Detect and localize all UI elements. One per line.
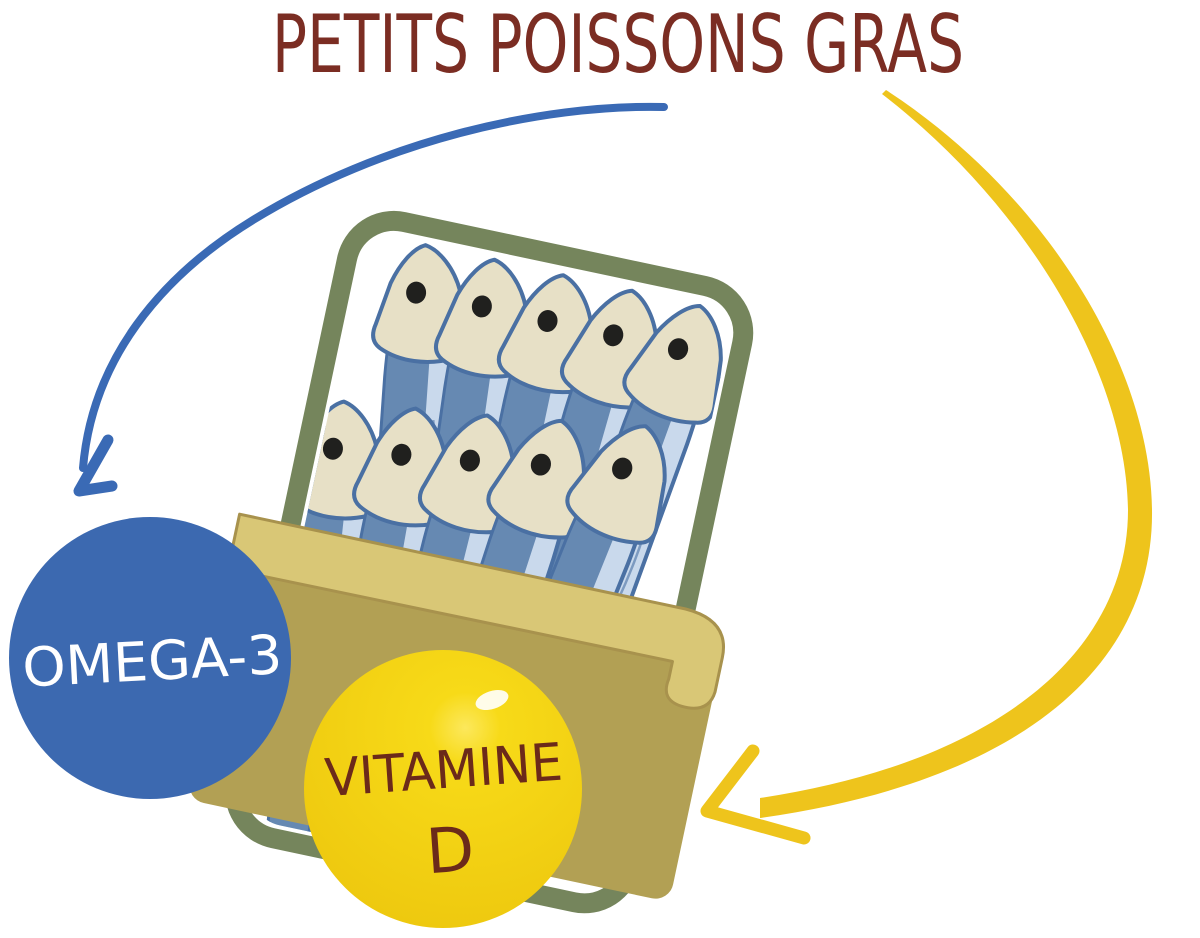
vitamine-d-circle [304, 650, 582, 928]
omega3-circle [9, 517, 291, 799]
blue-arrowhead-icon [73, 434, 118, 497]
blue-arrow-curve [79, 102, 668, 472]
yellow-arrow-curve [760, 90, 1153, 818]
blue-arrow [73, 102, 668, 497]
vitamine-d-label-line2: D [424, 812, 477, 888]
omega3-label: OMEGA-3 [21, 623, 284, 700]
vitamine-d-badge: VITAMINE D [304, 650, 582, 928]
yellow-arrow [700, 90, 1153, 845]
omega3-badge: OMEGA-3 [9, 517, 291, 799]
highlight-glint [475, 689, 509, 711]
yellow-arrowhead-icon [700, 744, 811, 845]
page-title: PETITS POISSONS GRAS [272, 0, 964, 91]
wrapper-band [226, 512, 725, 710]
